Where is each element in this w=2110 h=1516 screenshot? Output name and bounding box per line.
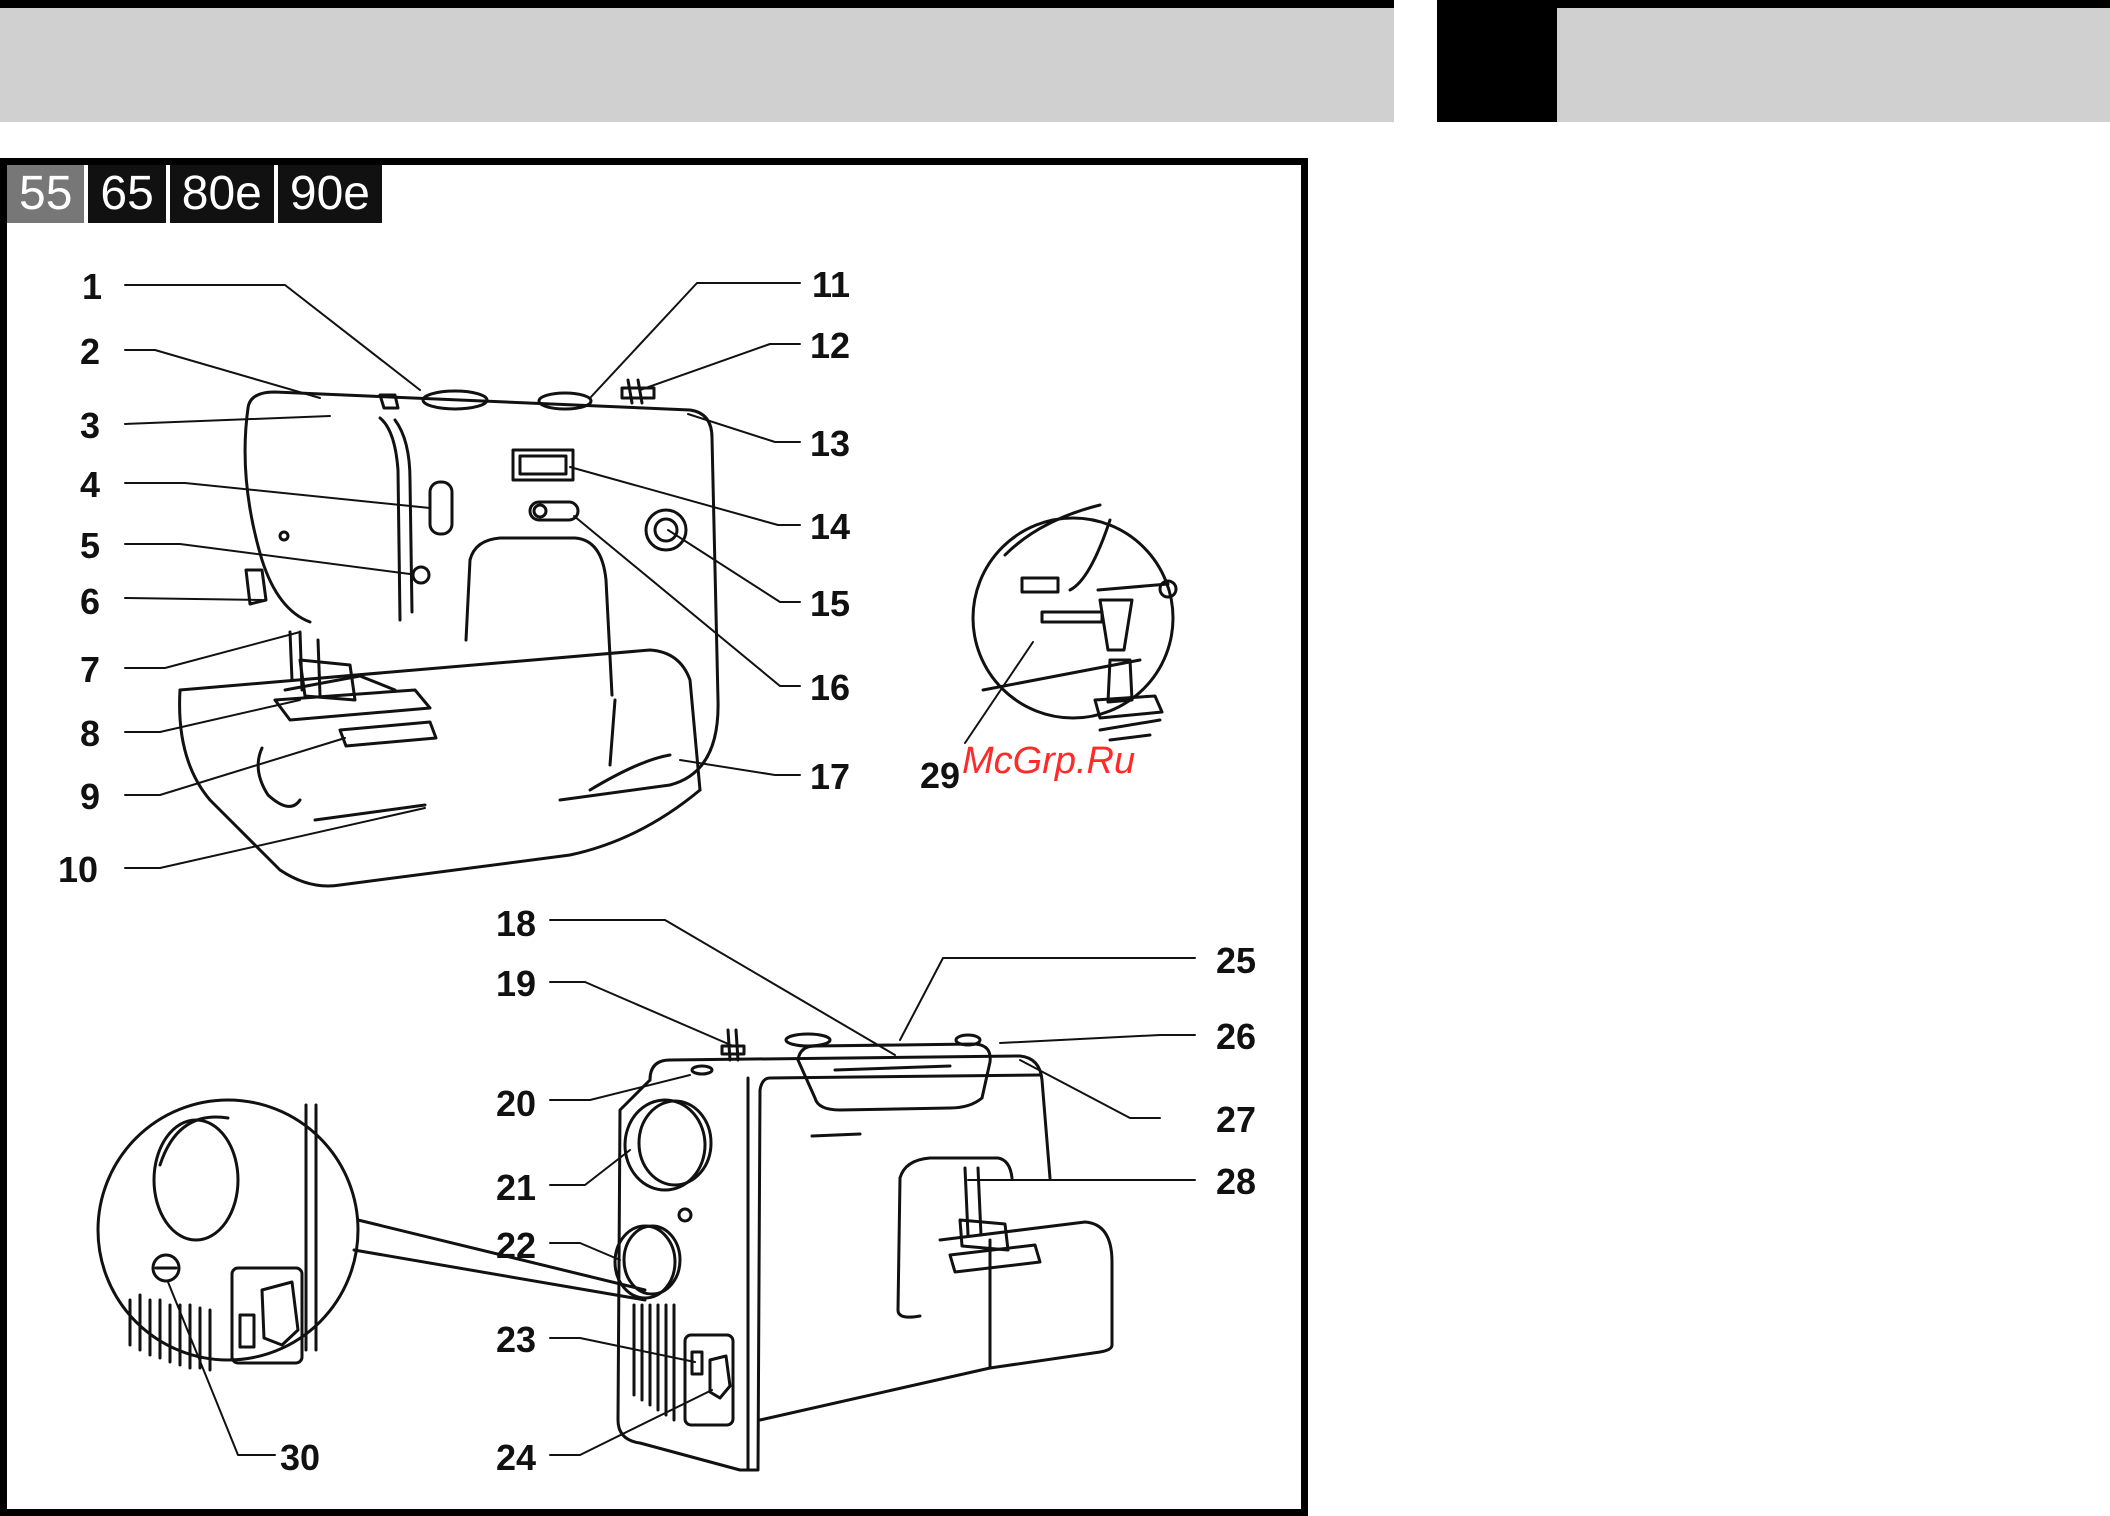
callout-5: 5 xyxy=(80,525,100,566)
callout-28: 28 xyxy=(1216,1161,1256,1202)
callout-17: 17 xyxy=(810,756,850,797)
callout-24: 24 xyxy=(496,1437,536,1478)
callout-14: 14 xyxy=(810,506,850,547)
callout-27: 27 xyxy=(1216,1099,1256,1140)
callout-2: 2 xyxy=(80,331,100,372)
callout-23: 23 xyxy=(496,1319,536,1360)
leader-lines xyxy=(125,283,1195,1455)
callout-18: 18 xyxy=(496,903,536,944)
callout-25: 25 xyxy=(1216,940,1256,981)
callout-9: 9 xyxy=(80,776,100,817)
callout-30: 30 xyxy=(280,1437,320,1478)
callout-6: 6 xyxy=(80,581,100,622)
callout-8: 8 xyxy=(80,713,100,754)
detail-presser-foot xyxy=(973,505,1176,740)
detail-power-socket xyxy=(98,1100,645,1370)
callout-26: 26 xyxy=(1216,1016,1256,1057)
callout-21: 21 xyxy=(496,1167,536,1208)
callout-3: 3 xyxy=(80,405,100,446)
callout-7: 7 xyxy=(80,649,100,690)
callout-22: 22 xyxy=(496,1225,536,1266)
callout-19: 19 xyxy=(496,963,536,1004)
callout-29: 29 xyxy=(920,755,960,796)
callout-12: 12 xyxy=(810,325,850,366)
callout-4: 4 xyxy=(80,464,100,505)
rear-view-machine xyxy=(615,1030,1112,1470)
callout-16: 16 xyxy=(810,667,850,708)
callout-11: 11 xyxy=(812,264,850,305)
callout-10: 10 xyxy=(58,849,98,890)
callout-13: 13 xyxy=(810,423,850,464)
callout-20: 20 xyxy=(496,1083,536,1124)
watermark: McGrp.Ru xyxy=(962,740,1135,782)
callout-1: 1 xyxy=(82,266,102,307)
front-view-machine xyxy=(180,380,718,886)
callout-15: 15 xyxy=(810,583,850,624)
